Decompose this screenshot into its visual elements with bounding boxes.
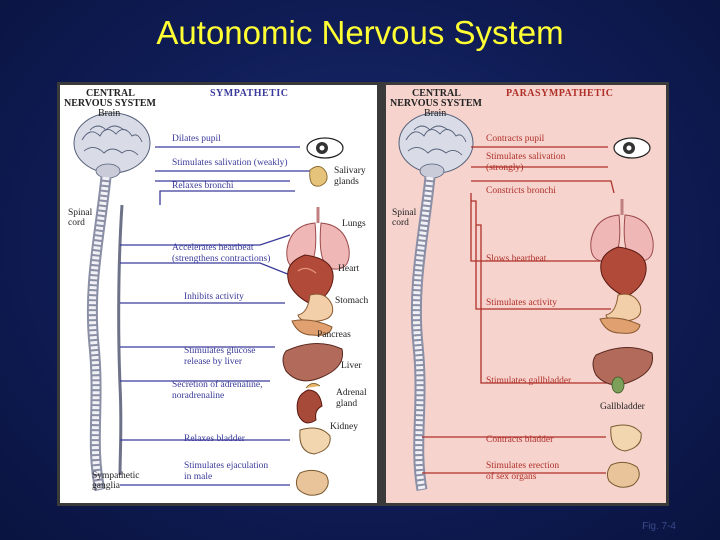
effect-ejaculation-2: in male: [184, 472, 213, 482]
organ-adrenal-gland-2: gland: [336, 399, 358, 409]
spinal-cord-label-2: cord: [68, 218, 85, 228]
effect-erection-2: of sex organs: [486, 472, 537, 482]
stomach-icon: [297, 293, 334, 322]
effect-ejaculation: Stimulates ejaculation: [184, 461, 269, 471]
sympathetic-chain: [117, 204, 124, 476]
pancreas-icon: [291, 319, 333, 336]
bladder-icon: [299, 427, 331, 455]
organ-pancreas: Pancreas: [317, 330, 351, 340]
effect-slows-heartbeat: Slows heartbeat: [486, 254, 547, 264]
brain-icon: [73, 112, 151, 179]
heart-icon: [600, 246, 647, 298]
organ-heart: Heart: [338, 264, 360, 274]
organ-adrenal-gland: Adrenal: [336, 388, 367, 398]
organ-lungs: Lungs: [342, 219, 366, 229]
brain-label: Brain: [424, 108, 447, 119]
parasympathetic-diagram: [398, 112, 654, 491]
organ-salivary-glands: Salivary: [334, 166, 366, 176]
effect-stimulates-activity: Stimulates activity: [486, 298, 557, 308]
cns-header-line1: CENTRAL: [86, 88, 135, 99]
spinal-cord-label: Spinal: [392, 208, 417, 218]
effect-inhibits-activity: Inhibits activity: [184, 292, 244, 302]
gallbladder-icon: [611, 376, 625, 394]
stomach-icon: [599, 293, 642, 334]
effect-glucose-release: Stimulates glucose: [184, 346, 256, 356]
organ-liver: Liver: [341, 361, 362, 371]
cns-header-line2: NERVOUS SYSTEM: [64, 98, 156, 109]
effect-salivation-weak: Stimulates salivation (weakly): [172, 158, 288, 168]
effect-strengthens-contractions: (strengthens contractions): [172, 254, 271, 264]
kidney-icon: [296, 383, 323, 424]
effect-noradrenaline: noradrenaline: [172, 391, 225, 401]
parasympathetic-panel: CENTRAL NERVOUS SYSTEM Brain PARASYMPATH…: [386, 85, 666, 503]
cns-header-line2: NERVOUS SYSTEM: [390, 98, 482, 109]
lungs-icon: [286, 207, 350, 270]
organ-kidney: Kidney: [330, 422, 358, 432]
effect-contracts-bladder: Contracts bladder: [486, 435, 554, 445]
brain-label: Brain: [98, 108, 121, 119]
effect-relaxes-bronchi: Relaxes bronchi: [172, 181, 234, 191]
slide-title: Autonomic Nervous System: [156, 14, 564, 51]
effect-stimulates-gallbladder: Stimulates gallbladder: [486, 376, 572, 386]
liver-icon: [282, 343, 344, 382]
effect-contracts-pupil: Contracts pupil: [486, 134, 545, 144]
bladder-icon: [610, 424, 642, 452]
spinal-cord-label: Spinal: [68, 208, 93, 218]
salivary-gland-icon: [309, 166, 328, 187]
sex-organs-icon: [606, 461, 640, 488]
sex-organs-icon: [295, 469, 329, 496]
spinal-cord-label-2: cord: [392, 218, 409, 228]
division-title-parasympathetic: PARASYMPATHETIC: [506, 88, 614, 99]
sympathetic-nerves: [120, 146, 310, 486]
effect-adrenaline: Secretion of adrenaline,: [172, 380, 263, 390]
organ-gallbladder: Gallbladder: [600, 402, 645, 412]
effect-salivation-strong: Stimulates salivation: [486, 152, 566, 162]
division-title-sympathetic: SYMPATHETIC: [210, 88, 289, 99]
figure-number: Fig. 7-4: [642, 521, 676, 532]
effect-glucose-release-2: release by liver: [184, 357, 243, 367]
effect-erection: Stimulates erection: [486, 461, 560, 471]
effect-constricts-bronchi: Constricts bronchi: [486, 186, 556, 196]
organ-salivary-glands-2: glands: [334, 177, 359, 187]
effect-salivation-strong-2: (strongly): [486, 163, 524, 173]
effect-accelerates-heartbeat: Accelerates heartbeat: [172, 243, 254, 253]
parasympathetic-nerves: [422, 146, 616, 474]
organ-stomach: Stomach: [335, 296, 369, 306]
eye-icon: [306, 137, 344, 159]
ans-figure: CENTRAL NERVOUS SYSTEM Brain SYMPATHETIC…: [57, 82, 669, 506]
cns-header-line1: CENTRAL: [412, 88, 461, 99]
effect-relaxes-bladder: Relaxes bladder: [184, 434, 245, 444]
brain-icon: [398, 112, 474, 179]
ganglia-label-2: ganglia: [92, 481, 120, 491]
liver-icon: [592, 347, 654, 394]
sympathetic-diagram: [73, 112, 350, 496]
eye-icon: [613, 137, 651, 159]
ganglia-label: Sympathetic: [92, 471, 140, 481]
effect-dilates-pupil: Dilates pupil: [172, 134, 221, 144]
sympathetic-panel: CENTRAL NERVOUS SYSTEM Brain SYMPATHETIC…: [60, 85, 377, 503]
